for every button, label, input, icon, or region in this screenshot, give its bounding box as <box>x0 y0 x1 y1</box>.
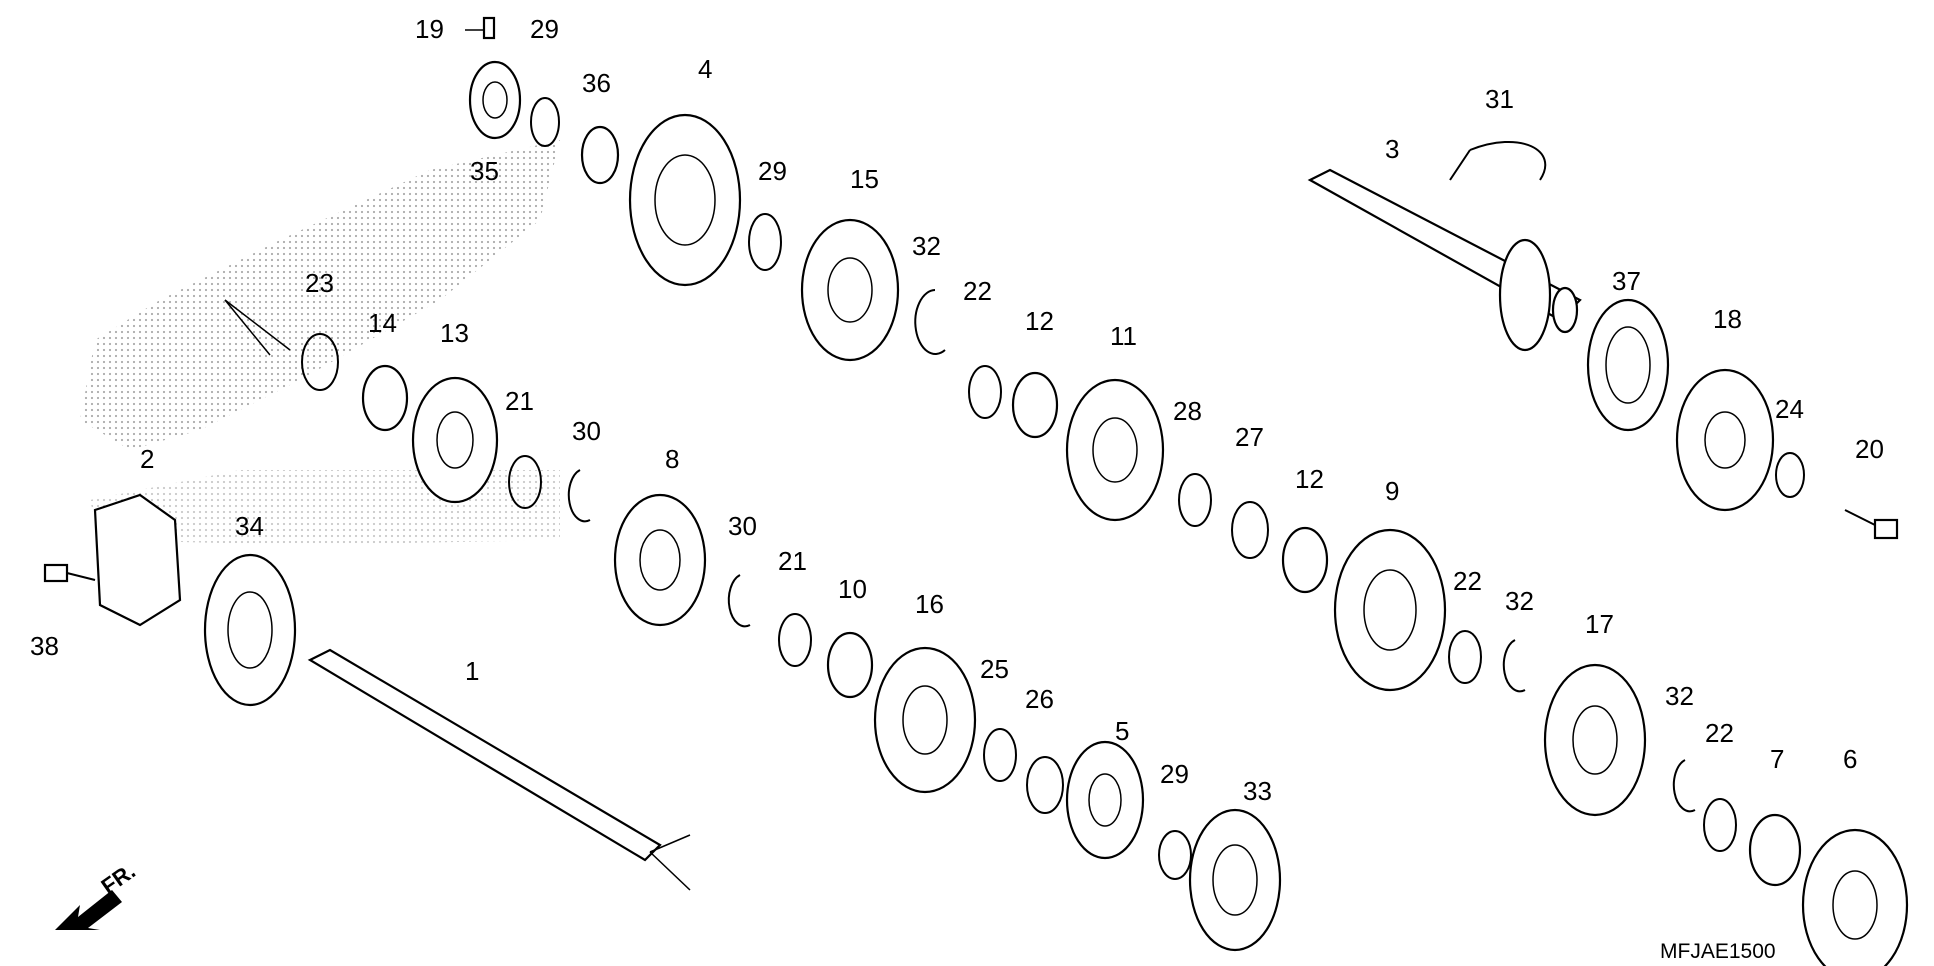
part-label: 8 <box>665 444 679 474</box>
gear-13 <box>411 376 499 504</box>
part-label: 38 <box>30 631 59 661</box>
bolt-38 <box>43 563 96 583</box>
part-label: 26 <box>1025 684 1054 714</box>
part-label: 22 <box>963 276 992 306</box>
sprocket-18 <box>1675 368 1775 512</box>
front-direction-arrow: FR. <box>55 858 140 930</box>
part-label: 19 <box>415 14 444 44</box>
part-label: 17 <box>1585 609 1614 639</box>
gear-8 <box>613 493 707 627</box>
direction-label: FR. <box>97 858 140 899</box>
part-label: 18 <box>1713 304 1742 334</box>
part-label: 2 <box>140 444 154 474</box>
part-label: 15 <box>850 164 879 194</box>
part-label: 29 <box>758 156 787 186</box>
part-label: 30 <box>572 416 601 446</box>
part-label: 29 <box>530 14 559 44</box>
gear-9 <box>1333 528 1447 692</box>
bushing-14 <box>361 364 409 432</box>
part-label: 9 <box>1385 476 1399 506</box>
part-label: 37 <box>1612 266 1641 296</box>
gear-16 <box>873 646 977 794</box>
part-label: 5 <box>1115 716 1129 746</box>
part-label: 32 <box>1505 586 1534 616</box>
part-label: 27 <box>1235 422 1264 452</box>
bearing-33 <box>1188 808 1282 952</box>
gear-15 <box>800 218 900 362</box>
bearing-37 <box>1586 298 1670 432</box>
gear-5 <box>1065 740 1145 860</box>
part-label: 13 <box>440 318 469 348</box>
part-label: 11 <box>1110 321 1137 351</box>
gear-17 <box>1543 663 1647 817</box>
watermark-logo <box>80 140 560 545</box>
bearing-34 <box>203 553 297 707</box>
leader-lines <box>224 29 485 356</box>
bushing-12b <box>1281 526 1329 594</box>
gear-4 <box>628 113 742 287</box>
gear-11 <box>1065 378 1165 522</box>
part-label: 1 <box>465 656 479 686</box>
catalog-code: MFJAE1500 <box>1660 940 1776 963</box>
part-label: 7 <box>1770 744 1784 774</box>
part-label: 20 <box>1855 434 1884 464</box>
part-label: 32 <box>912 231 941 261</box>
part-label: 23 <box>305 268 334 298</box>
part-label: 14 <box>368 308 397 338</box>
part-label: 36 <box>582 68 611 98</box>
part-label: 21 <box>778 546 807 576</box>
part-label: 35 <box>470 156 499 186</box>
part-label: 25 <box>980 654 1009 684</box>
bushing-10 <box>826 631 874 699</box>
bushing-12a <box>1011 371 1059 439</box>
part-label: 24 <box>1775 394 1804 424</box>
part-label: 21 <box>505 386 534 416</box>
part-label: 10 <box>838 574 867 604</box>
countershaft <box>1307 168 1582 352</box>
part-label: 32 <box>1665 681 1694 711</box>
part-label: 29 <box>1160 759 1189 789</box>
part-label: 30 <box>728 511 757 541</box>
part-label: 22 <box>1453 566 1482 596</box>
part-label: 31 <box>1485 84 1514 114</box>
circlips <box>567 141 1696 813</box>
part-label: 12 <box>1295 464 1324 494</box>
part-label: 4 <box>698 54 712 84</box>
part-label: 3 <box>1385 134 1399 164</box>
case-cover-2 <box>93 493 182 627</box>
washers <box>301 97 1805 880</box>
part-label: 12 <box>1025 306 1054 336</box>
main-shaft <box>307 648 691 891</box>
part-label: 34 <box>235 511 264 541</box>
gear-6 <box>1801 828 1909 966</box>
part-label: 6 <box>1843 744 1857 774</box>
pin-19 <box>482 16 496 40</box>
part-label: 33 <box>1243 776 1272 806</box>
bolt-20 <box>1844 509 1899 540</box>
bushing-7 <box>1748 813 1802 887</box>
part-labels: 1 2 3 4 5 6 7 8 9 10 11 12 12 13 14 15 1… <box>30 14 1884 806</box>
part-label: 22 <box>1705 718 1734 748</box>
bearing-36 <box>580 125 620 185</box>
part-label: 16 <box>915 589 944 619</box>
bearing-35 <box>468 60 522 140</box>
part-label: 28 <box>1173 396 1202 426</box>
